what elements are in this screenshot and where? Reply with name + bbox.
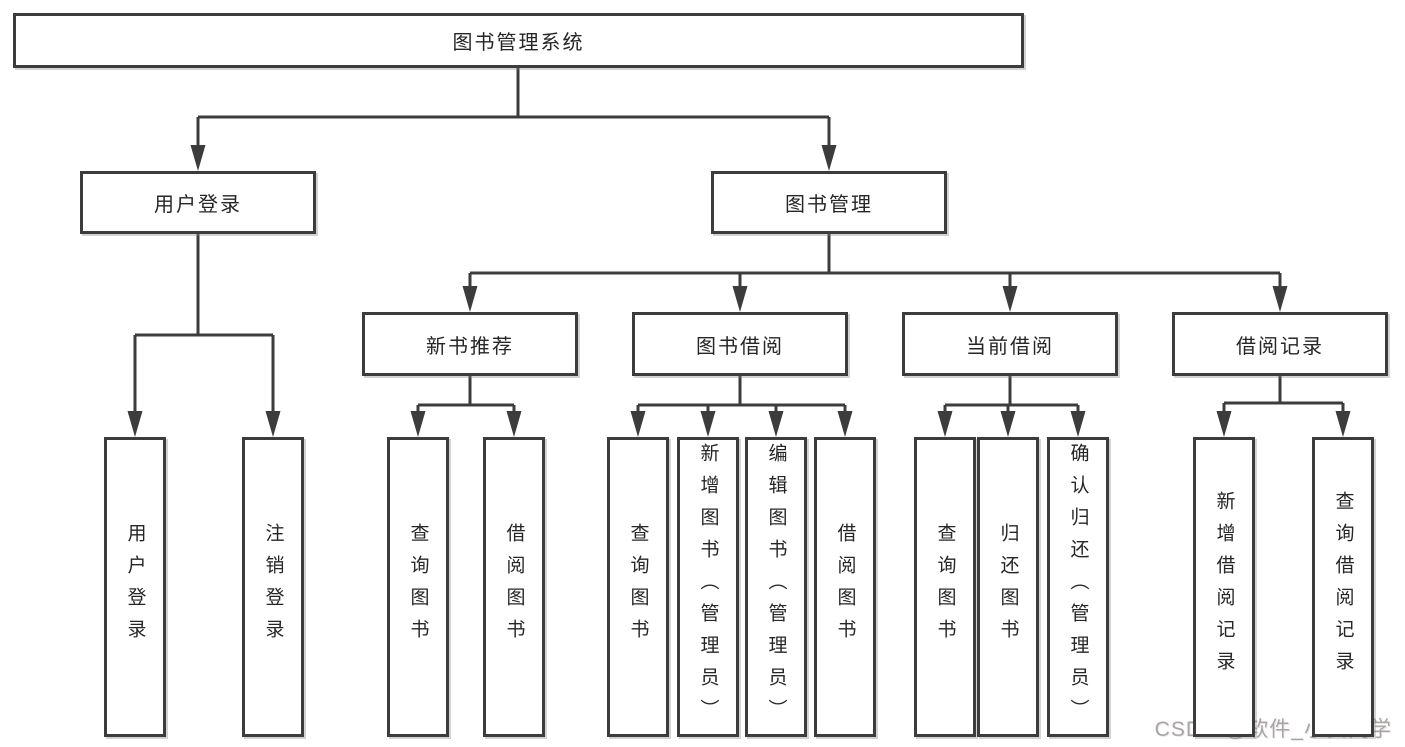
node-current-borrowing: 当前借阅	[902, 312, 1118, 376]
node-borrow-edit-books: 编辑图书（管理员）	[745, 437, 807, 737]
node-user-login-group-label: 用户登录	[154, 194, 242, 216]
node-root-label: 图书管理系统	[452, 32, 585, 54]
node-book-borrowing-label: 图书借阅	[696, 335, 784, 358]
arrow-head	[837, 411, 853, 437]
arrow-head	[1002, 286, 1018, 312]
node-borrow-borrow-books-label: 借阅图书	[834, 523, 856, 651]
node-logout: 注销登录	[242, 437, 304, 737]
node-user-login-label: 用户登录	[124, 523, 146, 651]
arrow-head	[1000, 411, 1016, 437]
node-root: 图书管理系统	[13, 13, 1024, 68]
node-book-management: 图书管理	[711, 171, 947, 234]
arrow-head	[630, 411, 646, 437]
arrow-head	[1216, 411, 1232, 437]
node-borrowing-records: 借阅记录	[1172, 312, 1388, 376]
node-current-query-books-label: 查询图书	[934, 523, 956, 651]
node-records-add-record: 新增借阅记录	[1193, 437, 1255, 737]
arrow-head	[1272, 286, 1288, 312]
node-records-query-record-label: 查询借阅记录	[1332, 491, 1354, 683]
arrow-head	[265, 411, 281, 437]
arrow-head	[732, 286, 748, 312]
arrow-head	[506, 411, 522, 437]
node-current-borrowing-label: 当前借阅	[966, 335, 1054, 358]
node-current-return-books-label: 归还图书	[997, 523, 1019, 651]
arrow-head	[1335, 411, 1351, 437]
node-user-login-group: 用户登录	[80, 171, 316, 234]
node-current-confirm-return: 确认归还（管理员）	[1047, 437, 1109, 737]
node-new-book-recommend-label: 新书推荐	[426, 335, 514, 358]
node-new-book-recommend: 新书推荐	[362, 312, 578, 376]
node-book-borrowing: 图书借阅	[632, 312, 848, 376]
arrow-head	[127, 411, 143, 437]
node-borrow-add-books: 新增图书（管理员）	[677, 437, 739, 737]
arrow-head	[410, 411, 426, 437]
arrow-head	[937, 411, 953, 437]
arrow-head	[700, 411, 716, 437]
node-current-return-books: 归还图书	[977, 437, 1039, 737]
arrow-head	[190, 145, 206, 171]
node-recommend-borrow-books-label: 借阅图书	[503, 523, 525, 651]
node-current-confirm-return-label: 确认归还（管理员）	[1067, 443, 1089, 731]
node-recommend-query-books: 查询图书	[387, 437, 449, 737]
node-borrow-query-books-label: 查询图书	[627, 523, 649, 651]
node-borrow-borrow-books: 借阅图书	[814, 437, 876, 737]
arrow-head	[462, 286, 478, 312]
node-records-add-record-label: 新增借阅记录	[1213, 491, 1235, 683]
arrow-head	[768, 411, 784, 437]
node-borrowing-records-label: 借阅记录	[1236, 335, 1324, 358]
node-book-management-label: 图书管理	[785, 194, 873, 216]
node-records-query-record: 查询借阅记录	[1312, 437, 1374, 737]
node-recommend-borrow-books: 借阅图书	[483, 437, 545, 737]
node-user-login: 用户登录	[104, 437, 166, 737]
node-borrow-add-books-label: 新增图书（管理员）	[697, 443, 719, 731]
node-logout-label: 注销登录	[262, 523, 284, 651]
node-recommend-query-books-label: 查询图书	[407, 523, 429, 651]
arrow-head	[1070, 411, 1086, 437]
node-borrow-edit-books-label: 编辑图书（管理员）	[765, 443, 787, 731]
arrow-head	[821, 145, 837, 171]
node-current-query-books: 查询图书	[914, 437, 976, 737]
node-borrow-query-books: 查询图书	[607, 437, 669, 737]
